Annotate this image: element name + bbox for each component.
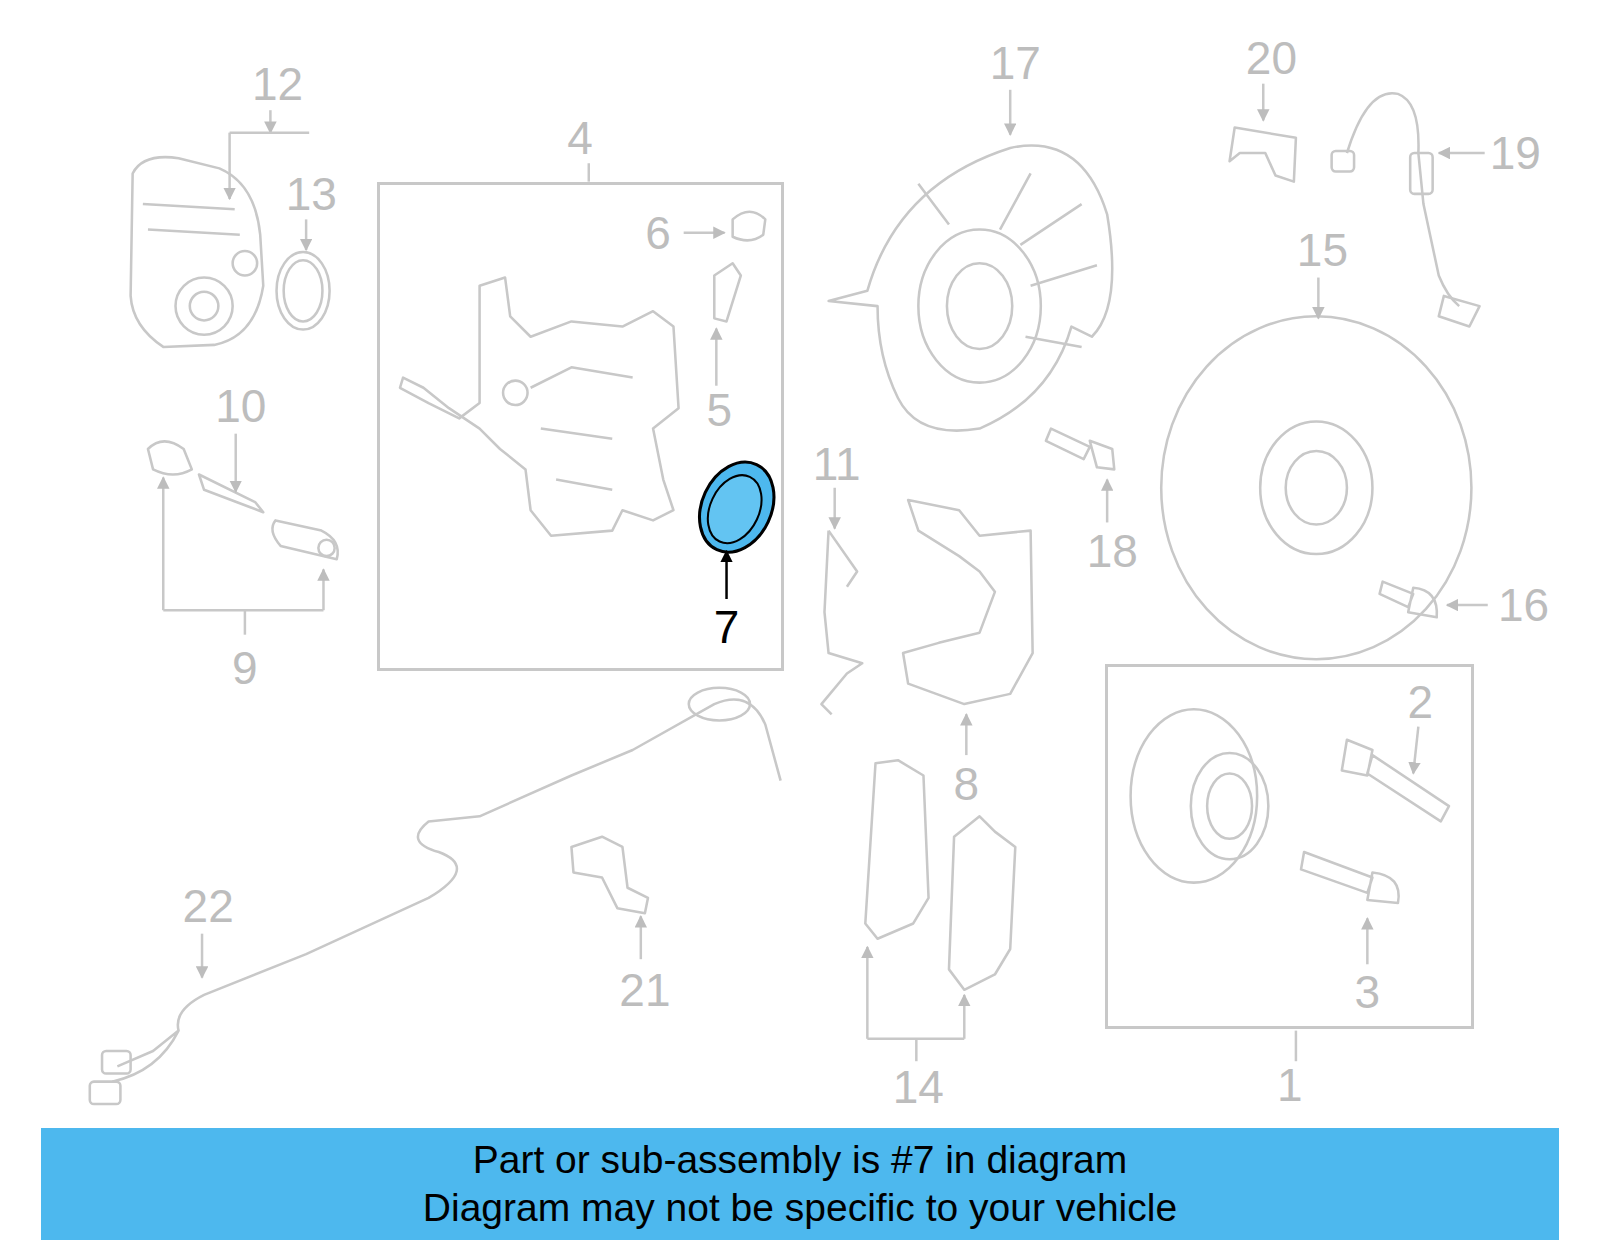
leader-line: [163, 609, 323, 612]
leader-line: [1295, 1031, 1298, 1062]
leader-line: [244, 610, 247, 634]
leader-line: [866, 947, 869, 1039]
leader-line: [305, 219, 308, 250]
leader-line: [915, 1039, 918, 1061]
callout-number: 17: [990, 40, 1041, 86]
leader-line: [684, 231, 725, 234]
hub-bolt: [1342, 740, 1449, 822]
callout-number: 8: [954, 761, 980, 807]
callout-number: 11: [813, 441, 861, 487]
callout-number: 10: [215, 383, 266, 429]
callout-number: 1: [1277, 1062, 1303, 1108]
leader-line: [1009, 90, 1012, 135]
leader-line: [715, 329, 718, 386]
leader-line: [588, 163, 591, 181]
callout-number: 12: [252, 61, 303, 107]
callout-number: 16: [1498, 582, 1549, 628]
leader-line: [965, 714, 968, 755]
leader-line: [230, 131, 310, 134]
leader-line: [963, 995, 966, 1039]
spring-clip: [821, 531, 862, 715]
callout-number: 7: [714, 604, 740, 650]
leader-line: [322, 569, 325, 610]
wheel-hub: [1131, 709, 1269, 882]
bleeder-screw: [714, 263, 741, 321]
callout-number: 3: [1355, 969, 1381, 1015]
banner-text: Part or sub-assembly is #7 in diagram: [473, 1136, 1128, 1184]
callout-number: 15: [1297, 227, 1348, 273]
callout-number: 9: [232, 645, 258, 691]
callout-number: 5: [707, 387, 733, 433]
leader-line: [162, 478, 165, 611]
sensor-wire: [112, 699, 780, 1081]
clip: [1230, 128, 1296, 182]
callout-number: 4: [567, 115, 593, 161]
callout-number: 20: [1246, 35, 1297, 81]
caliper-carrier: [903, 500, 1033, 704]
dust-shield: [829, 146, 1113, 431]
leader-line: [1262, 84, 1265, 121]
leader-line: [1366, 918, 1369, 964]
info-banner: Part or sub-assembly is #7 in diagramDia…: [41, 1128, 1559, 1240]
guide-pin: [199, 474, 263, 512]
leader-line: [833, 488, 836, 529]
callout-number: 13: [286, 171, 337, 217]
dust-cap: [733, 212, 766, 241]
brake-pad: [949, 816, 1015, 989]
caliper-body: [400, 278, 679, 536]
sensor-bracket: [571, 837, 648, 914]
leader-line: [269, 110, 272, 132]
leader-line: [640, 916, 643, 959]
o-ring: [277, 252, 330, 330]
leader-line: [1447, 604, 1488, 607]
callout-number: 2: [1408, 679, 1434, 725]
brake-motor: [131, 157, 264, 347]
leader-line: [1106, 480, 1109, 523]
brake-hose: [1347, 93, 1459, 306]
callout-number: 22: [183, 883, 234, 929]
callout-number: 19: [1490, 130, 1541, 176]
leader-line: [1317, 278, 1320, 319]
leader-line: [228, 133, 231, 199]
leader-line: [1439, 152, 1485, 155]
brake-pad: [865, 760, 928, 939]
callout-number: 18: [1087, 528, 1138, 574]
leader-line: [1413, 727, 1418, 774]
leader-line: [201, 934, 204, 978]
callout-number: 6: [645, 210, 671, 256]
leader-line: [234, 434, 237, 492]
leader-line: [725, 551, 728, 599]
brake-rotor: [1161, 316, 1471, 659]
hub-bolt: [1301, 852, 1399, 903]
piston-seal: [685, 450, 788, 564]
banner-text: Diagram may not be specific to your vehi…: [423, 1184, 1177, 1232]
callout-number: 14: [893, 1064, 944, 1110]
callout-number: 21: [619, 967, 670, 1013]
